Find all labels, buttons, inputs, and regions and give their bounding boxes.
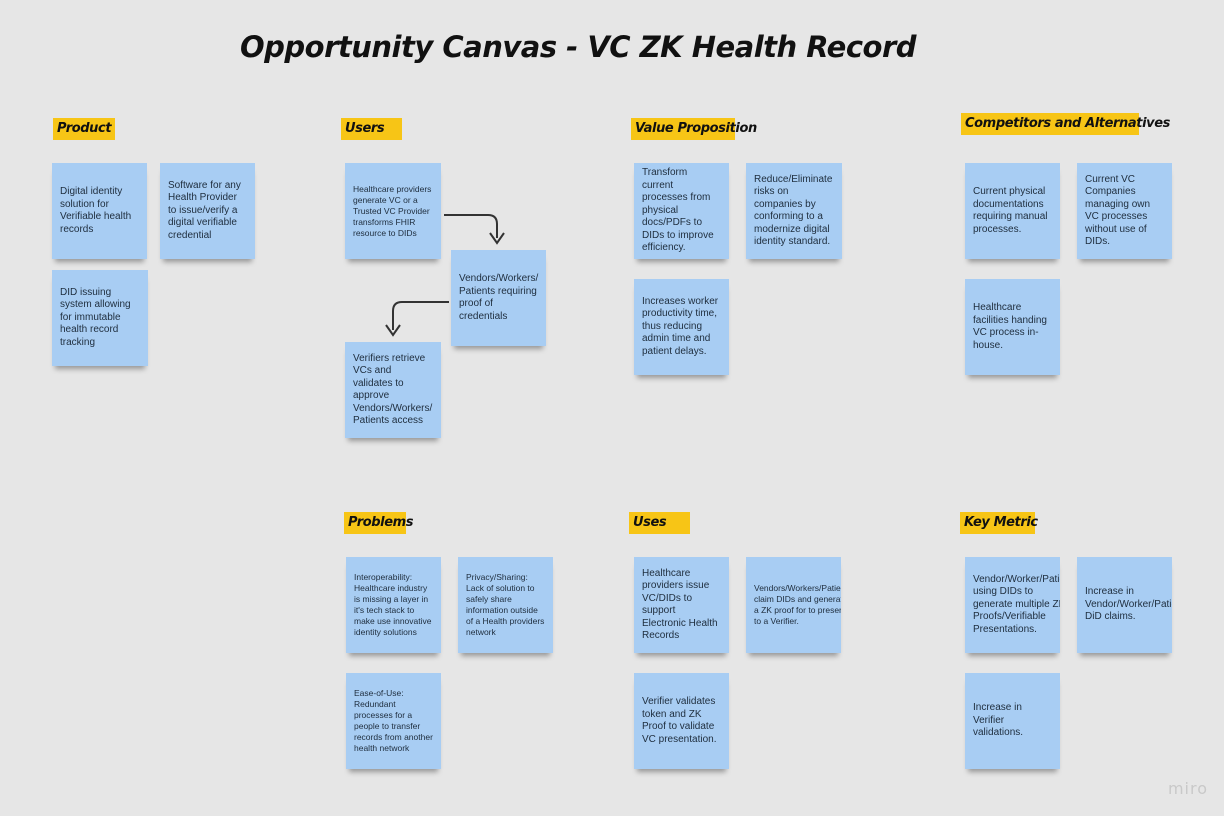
label-product[interactable]: Product [53,118,115,140]
connector-arrow [444,214,498,238]
sticky-note[interactable]: Current VC Companies managing own VC pro… [1077,163,1172,259]
sticky-note-text: Interoperability: Healthcare industry is… [354,572,432,637]
sticky-note-text: Vendors/Workers/ Patients requiring proo… [459,273,539,322]
arrow-head [385,324,401,337]
sticky-note[interactable]: Increase in Verifier validations. [965,673,1060,769]
label-uses[interactable]: Uses [629,512,690,534]
sticky-note-text: Reduce/Eliminate risks on companies by c… [754,173,833,248]
sticky-note[interactable]: Digital identity solution for Verifiable… [52,163,147,259]
sticky-note[interactable]: Verifier validates token and ZK Proof to… [634,673,729,769]
arrow-head [489,232,505,245]
sticky-note-text: Vendors/Workers/Patients claim DIDs and … [754,583,841,626]
sticky-note[interactable]: Vendors/Workers/ Patients requiring proo… [451,250,546,346]
sticky-note-text: Increase in Verifier validations. [973,702,1024,739]
sticky-note[interactable]: Healthcare providers issue VC/DIDs to su… [634,557,729,653]
sticky-note[interactable]: Current physical documentations requirin… [965,163,1060,259]
sticky-note[interactable]: Healthcare facilities handing VC process… [965,279,1060,375]
sticky-note[interactable]: Software for any Health Provider to issu… [160,163,255,259]
sticky-note-text: Privacy/Sharing: Lack of solution to saf… [466,572,545,637]
label-problems[interactable]: Problems [344,512,414,534]
sticky-note[interactable]: Healthcare providers generate VC or a Tr… [345,163,441,259]
sticky-note-text: Current VC Companies managing own VC pro… [1085,173,1151,248]
sticky-note-text: Ease-of-Use: Redundant processes for a p… [354,688,433,753]
connector-arrow [392,301,449,330]
sticky-note-text: Verifiers retrieve VCs and validates to … [353,352,433,427]
sticky-note-text: Software for any Health Provider to issu… [168,179,241,241]
sticky-note[interactable]: Increases worker productivity time, thus… [634,279,729,375]
label-competitors[interactable]: Competitors and Alternatives [961,113,1170,135]
miro-logo: miro [1167,779,1208,798]
sticky-note[interactable]: Reduce/Eliminate risks on companies by c… [746,163,842,259]
sticky-note-text: Verifier validates token and ZK Proof to… [642,696,717,745]
sticky-note-text: Transform current processes from physica… [642,167,714,254]
sticky-note-text: Increases worker productivity time, thus… [642,295,719,357]
sticky-note[interactable]: DID issuing system allowing for immutabl… [52,270,148,366]
sticky-note[interactable]: Transform current processes from physica… [634,163,729,259]
sticky-note[interactable]: Vendors/Workers/Patients claim DIDs and … [746,557,841,653]
sticky-note-text: Current physical documentations requirin… [973,186,1048,235]
sticky-note-text: Digital identity solution for Verifiable… [60,186,132,235]
sticky-note[interactable]: Verifiers retrieve VCs and validates to … [345,342,441,438]
sticky-note[interactable]: Vendor/Worker/Patient using DIDs to gene… [965,557,1060,653]
label-value-proposition[interactable]: Value Proposition [631,118,757,140]
sticky-note-text: Increase in Vendor/Worker/Patient DiD cl… [1085,586,1172,623]
sticky-note[interactable]: Ease-of-Use: Redundant processes for a p… [346,673,441,769]
sticky-note-text: Healthcare providers issue VC/DIDs to su… [642,567,718,642]
sticky-note[interactable]: Increase in Vendor/Worker/Patient DiD cl… [1077,557,1172,653]
sticky-note-text: Healthcare providers generate VC or a Tr… [353,183,432,238]
sticky-note[interactable]: Privacy/Sharing: Lack of solution to saf… [458,557,553,653]
sticky-note-text: DID issuing system allowing for immutabl… [60,286,131,348]
board-title: Opportunity Canvas - VC ZK Health Record [240,30,917,64]
label-users[interactable]: Users [341,118,402,140]
sticky-note-text: Vendor/Worker/Patient using DIDs to gene… [973,573,1060,635]
label-key-metric[interactable]: Key Metric [960,512,1038,534]
sticky-note-text: Healthcare facilities handing VC process… [973,302,1047,351]
sticky-note[interactable]: Interoperability: Healthcare industry is… [346,557,441,653]
